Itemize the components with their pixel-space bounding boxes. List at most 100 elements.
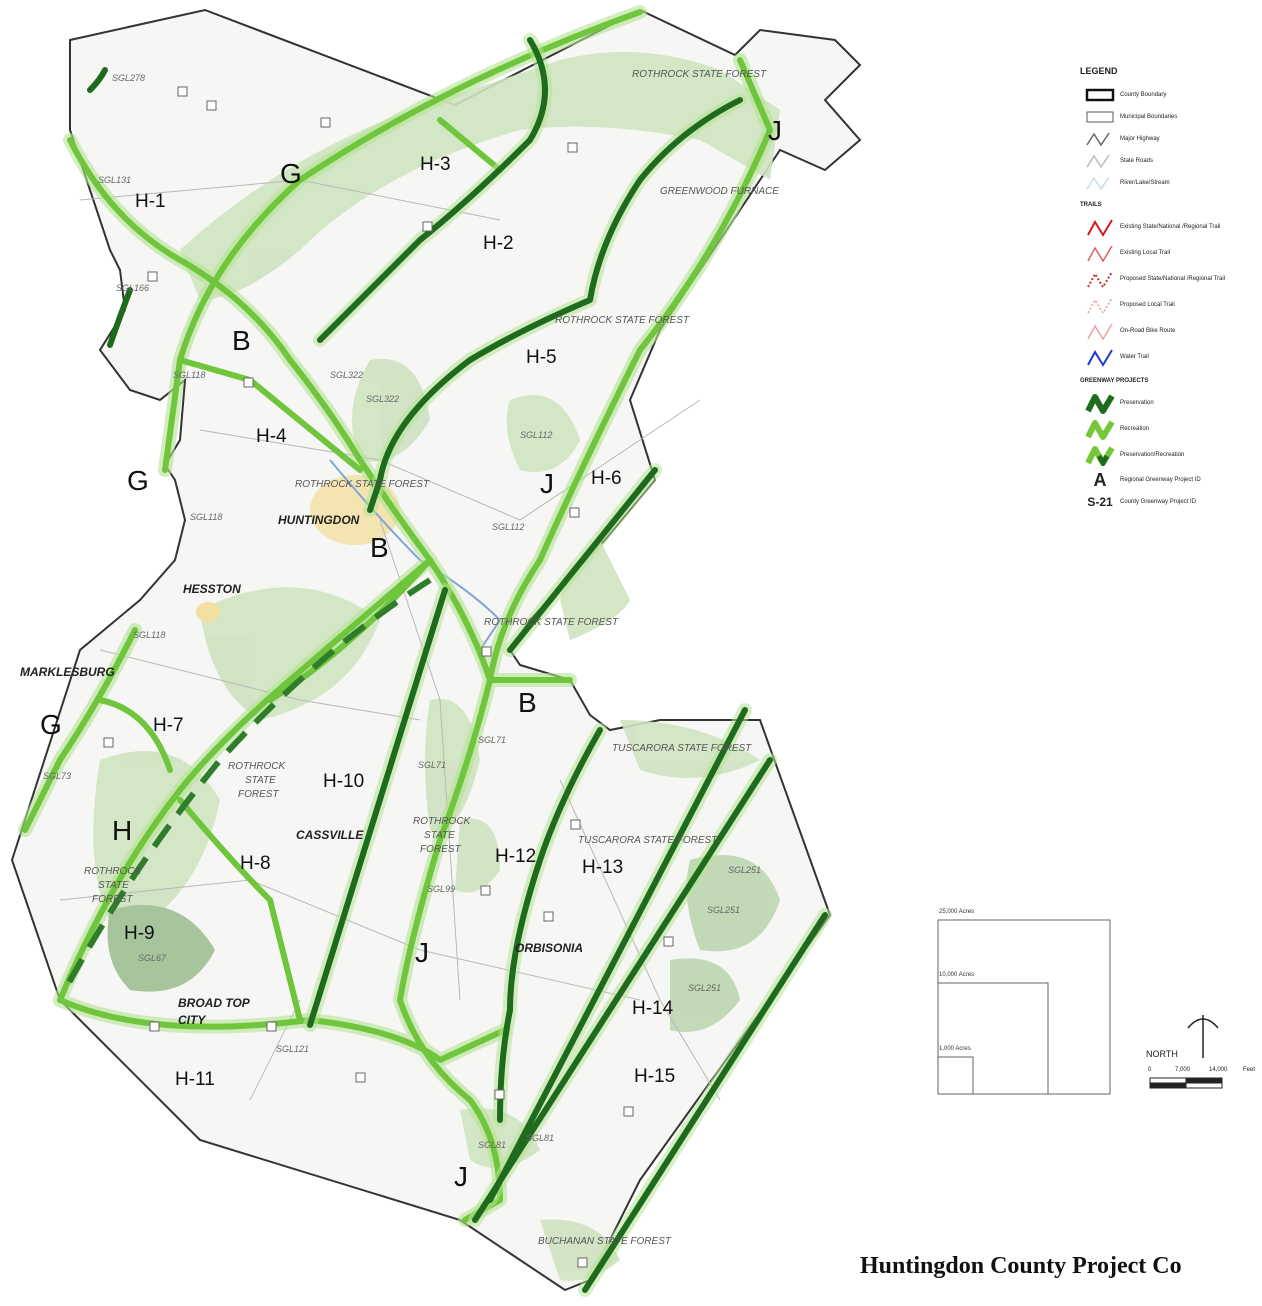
label-G-south: G <box>40 709 62 740</box>
acre-box-25000 <box>937 919 1111 1095</box>
label-h12: H-12 <box>495 846 536 867</box>
sgl-label: SGL118 <box>133 630 165 640</box>
trail-existing-state-icon <box>1087 219 1113 237</box>
sgl-label: SGL112 <box>520 430 552 440</box>
forest-label: FOREST <box>238 789 279 800</box>
trail-water-icon <box>1087 349 1113 367</box>
north-arrow-icon <box>1187 1015 1219 1058</box>
forest-label: ROTHROCK STATE FOREST <box>632 69 767 80</box>
sgl-label: SGL121 <box>276 1044 309 1054</box>
place-broad-top: BROAD TOP <box>178 996 251 1010</box>
label-h3: H-3 <box>420 154 451 175</box>
label-J-4: J <box>454 1161 468 1192</box>
label-h7: H-7 <box>153 715 184 736</box>
sgl-label: SGL322 <box>330 370 363 380</box>
sgl-label: SGL118 <box>173 370 205 380</box>
scale-bar <box>1149 1077 1223 1089</box>
sgl-label: SGL99 <box>427 884 455 894</box>
sgl-label: SGL118 <box>190 512 222 522</box>
legend-greenway-preservation: Preservation <box>1080 390 1262 416</box>
place-marklesburg: MARKLESBURG <box>20 665 115 679</box>
legend-regional-id: A Regional Greenway Project ID <box>1093 469 1201 490</box>
label-h6: H-6 <box>591 468 622 489</box>
regional-project-labels: G G G B B B J J J J H <box>40 115 782 1192</box>
trail-existing-local-icon <box>1087 245 1113 263</box>
forest-label: TUSCARORA STATE FOREST <box>612 743 752 754</box>
sgl-label: SGL166 <box>116 283 149 293</box>
county-project-labels: H-1 H-2 H-3 H-4 H-5 H-6 H-7 H-8 H-9 H-10… <box>124 154 675 1090</box>
place-huntingdon: HUNTINGDON <box>278 513 360 527</box>
label-h1: H-1 <box>135 191 166 212</box>
forest-label: ROTHROCK <box>84 866 143 877</box>
acre-box-10000 <box>937 982 1049 1095</box>
preservation-icon <box>1085 394 1115 414</box>
forest-label: GREENWOOD FURNACE <box>660 186 779 197</box>
sgl-label: SGL278 <box>112 73 145 83</box>
label-h4: H-4 <box>256 426 287 447</box>
forest-label: FOREST <box>420 844 461 855</box>
forest-label: TUSCARORA STATE FOREST <box>578 835 718 846</box>
place-city: CITY <box>178 1013 206 1027</box>
state-road-icon <box>1086 154 1110 169</box>
legend: LEGEND County Boundary Municipal Boundar… <box>1080 66 1262 512</box>
label-h10: H-10 <box>323 771 364 792</box>
label-J-3: J <box>415 937 429 968</box>
legend-river: River/Lake/Stream <box>1080 172 1262 194</box>
legend-trail-on-road: On-Road Bike Route <box>1080 318 1262 344</box>
forest-label: ROTHROCK <box>228 761 287 772</box>
forest-labels: ROTHROCK STATE FOREST GREENWOOD FURNACE … <box>84 69 779 1247</box>
scale-label-0: 0 <box>1148 1067 1152 1073</box>
scale-label-feet: Feet <box>1243 1067 1256 1073</box>
legend-major-highway: Major Highway <box>1080 128 1262 150</box>
legend-title: LEGEND <box>1080 66 1118 76</box>
legend-county-id: S-21 County Greenway Project ID <box>1087 495 1197 509</box>
sgl-label: SGL81 <box>478 1140 506 1150</box>
acreage-scale <box>937 919 1111 1095</box>
label-h8: H-8 <box>240 853 271 874</box>
label-h11: H-11 <box>175 1069 215 1090</box>
forest-label: FOREST <box>92 894 133 905</box>
place-hesston: HESSTON <box>183 582 241 596</box>
legend-greenway-recreation: Recreation <box>1080 416 1262 442</box>
sgl-label: SGL322 <box>366 394 399 404</box>
municipal-boundary-icon <box>1086 111 1114 123</box>
forest-label: ROTHROCK STATE FOREST <box>484 617 619 628</box>
preservation-recreation-icon <box>1085 446 1115 466</box>
preservation-greenways <box>87 33 832 1297</box>
county-boundary-icon <box>1085 88 1115 102</box>
label-H: H <box>112 815 132 846</box>
legend-greenway-pres-rec: Preservation/Recreation <box>1080 442 1262 468</box>
major-highway-icon <box>1086 132 1110 147</box>
place-orbisonia: ORBISONIA <box>515 941 583 955</box>
legend-state-roads: State Roads <box>1080 150 1262 172</box>
legend-trail-water: Water Trail <box>1080 344 1262 370</box>
label-h14: H-14 <box>632 998 674 1019</box>
acre-label-10000: 10,000 Acres <box>939 972 975 978</box>
label-h15: H-15 <box>634 1066 675 1087</box>
sgl-labels: SGL278 SGL131 SGL166 SGL118 SGL322 SGL32… <box>43 73 761 1150</box>
forest-label: ROTHROCK STATE FOREST <box>295 479 430 490</box>
label-B-1: B <box>232 325 251 356</box>
legend-trail-existing-local: Existing Local Trail <box>1080 240 1262 266</box>
place-labels: HUNTINGDON HESSTON MARKLESBURG CASSVILLE… <box>20 513 583 1027</box>
place-cassville: CASSVILLE <box>296 828 364 842</box>
sgl-label: SGL251 <box>707 905 740 915</box>
legend-greenway-title: GREENWAY PROJECTS <box>1080 378 1149 384</box>
legend-municipal-boundary: Municipal Boundaries <box>1080 106 1262 128</box>
route-shields <box>103 86 674 1268</box>
sgl-label: SGL67 <box>138 953 167 963</box>
sgl-label: SGL251 <box>688 983 721 993</box>
forest-label: STATE <box>245 775 276 786</box>
label-B-2: B <box>370 532 389 563</box>
river-icon <box>1086 176 1110 191</box>
forest-label: ROTHROCK <box>413 816 472 827</box>
trail-proposed-local-icon <box>1087 297 1113 315</box>
label-B-3: B <box>518 687 537 718</box>
trail-on-road-icon <box>1087 323 1113 341</box>
recreation-icon <box>1085 420 1115 440</box>
label-h9: H-9 <box>124 923 155 944</box>
sgl-label: SGL73 <box>43 771 71 781</box>
label-J-2: J <box>540 468 554 499</box>
forest-label: STATE <box>98 880 129 891</box>
